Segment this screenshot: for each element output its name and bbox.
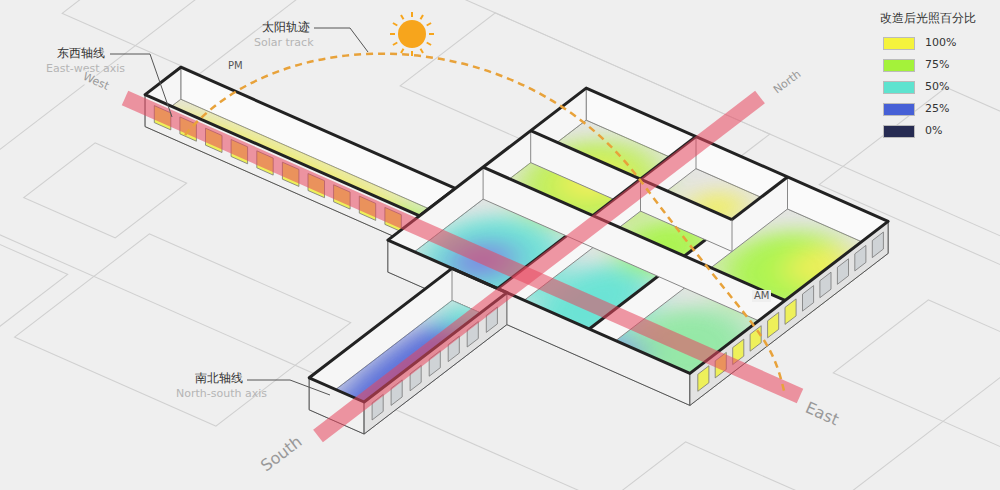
legend-text: 0% xyxy=(925,124,942,138)
track-label: 太阳轨迹 xyxy=(262,21,310,35)
legend-swatch xyxy=(883,125,915,138)
wall-top-outline xyxy=(145,67,455,216)
window xyxy=(750,326,761,352)
legend-title: 改造后光照百分比 xyxy=(880,12,976,26)
wall-top-outline xyxy=(309,268,507,402)
front-wall xyxy=(690,221,888,405)
background-room xyxy=(527,442,924,490)
time-label: PM xyxy=(226,60,245,72)
legend-swatch xyxy=(883,81,915,94)
north-south-axis-band xyxy=(318,97,760,436)
window xyxy=(785,299,796,325)
sun-ray xyxy=(393,23,397,26)
background-room xyxy=(819,87,1000,305)
axis-label: 南北轴线 xyxy=(195,372,243,386)
legend-swatch xyxy=(883,37,915,50)
sun-ray xyxy=(401,15,404,19)
window xyxy=(837,259,848,285)
light-map xyxy=(388,123,884,405)
sun-icon xyxy=(390,12,434,56)
sun-ray xyxy=(401,49,404,53)
track-label-en: Solar track xyxy=(254,37,314,50)
light-map-blur xyxy=(388,123,884,405)
background-room xyxy=(0,194,68,348)
wall-top xyxy=(531,131,641,179)
sun-ray xyxy=(427,43,431,46)
sun-ray xyxy=(411,51,413,56)
window xyxy=(698,366,709,392)
sun-ray xyxy=(393,43,397,46)
sun-disc xyxy=(398,20,426,48)
axis-label-en: North-south axis xyxy=(176,388,267,401)
background-room xyxy=(833,300,1000,454)
leader-line xyxy=(314,28,368,52)
sun-ray xyxy=(427,23,431,26)
axis-label: 东西轴线 xyxy=(57,47,105,61)
window xyxy=(803,286,814,312)
sun-ray xyxy=(421,49,424,53)
legend-text: 25% xyxy=(925,102,949,116)
window xyxy=(820,272,831,298)
window xyxy=(855,245,866,271)
direction-label: North xyxy=(770,67,805,98)
direction-label: South xyxy=(256,432,307,477)
window xyxy=(872,232,883,258)
sun-ray xyxy=(421,15,424,19)
legend-text: 50% xyxy=(925,80,949,94)
sun-ray xyxy=(411,12,413,17)
legend-text: 75% xyxy=(925,58,949,72)
sun-ray xyxy=(390,33,395,35)
solar-track xyxy=(185,54,785,395)
background-room xyxy=(15,234,351,426)
direction-label: East xyxy=(801,398,844,430)
background-room xyxy=(24,143,187,238)
legend-text: 100% xyxy=(925,36,956,50)
legend-swatch xyxy=(883,59,915,72)
sun-ray xyxy=(429,33,434,35)
legend-swatch xyxy=(883,103,915,116)
floor xyxy=(388,120,888,405)
window xyxy=(768,312,779,338)
time-label: AM xyxy=(752,290,771,302)
